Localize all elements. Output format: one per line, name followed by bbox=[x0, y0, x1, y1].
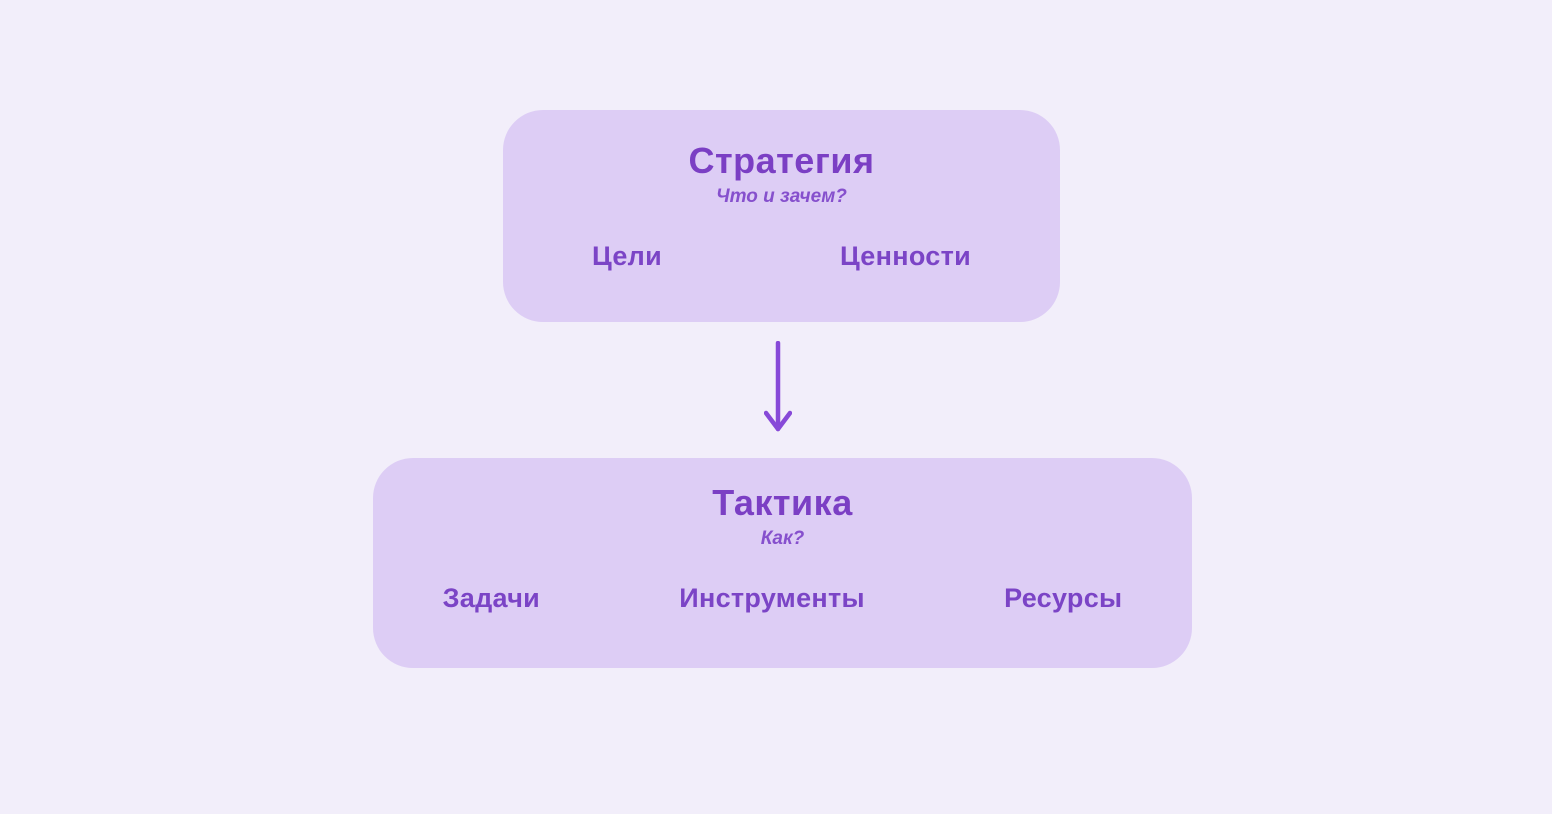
strategy-item-goals: Цели bbox=[591, 241, 662, 272]
tactics-item-tools: Инструменты bbox=[679, 583, 865, 614]
strategy-item-values: Ценности bbox=[839, 241, 972, 272]
tactics-item-tasks: Задачи bbox=[442, 583, 541, 614]
down-arrow-icon bbox=[763, 340, 793, 437]
strategy-title: Стратегия bbox=[688, 140, 875, 181]
tactics-items-row: Задачи Инструменты Ресурсы bbox=[373, 583, 1192, 614]
tactics-subtitle: Как? bbox=[760, 528, 805, 550]
tactics-item-resources: Ресурсы bbox=[1004, 583, 1123, 614]
strategy-items-row: Цели Ценности bbox=[503, 241, 1060, 272]
tactics-title: Тактика bbox=[712, 482, 853, 523]
strategy-box: Стратегия Что и зачем? Цели Ценности bbox=[503, 110, 1060, 322]
tactics-box: Тактика Как? Задачи Инструменты Ресурсы bbox=[373, 458, 1192, 668]
strategy-subtitle: Что и зачем? bbox=[716, 186, 847, 208]
